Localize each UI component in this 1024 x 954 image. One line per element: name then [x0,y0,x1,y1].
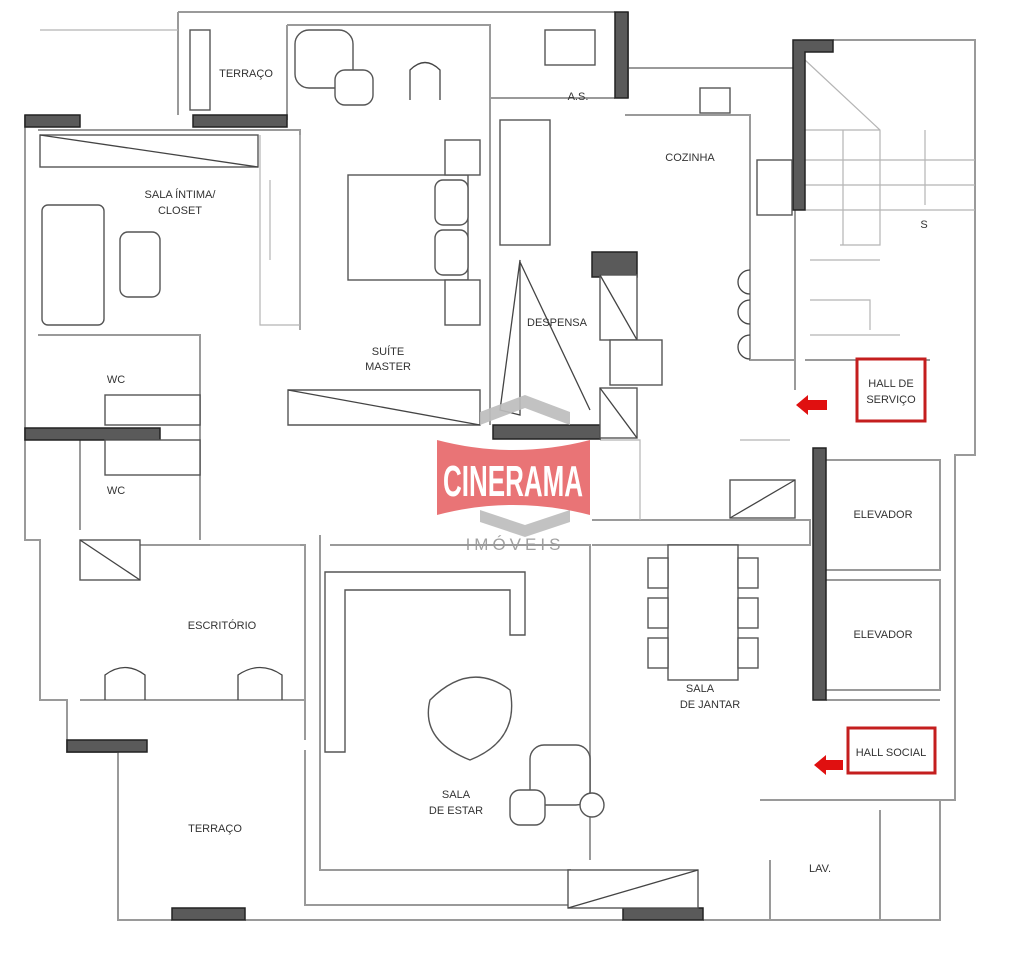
arrow-left-icon [796,395,827,415]
room-labels: TERRAÇO SALA ÍNTIMA/ CLOSET SUÍTE MASTER… [107,68,937,875]
logo-brand: CINERAMA [443,457,583,506]
label-de-jantar: DE JANTAR [680,699,740,711]
label-wc2: WC [107,485,125,497]
label-sala-intima: SALA ÍNTIMA/ [145,188,217,201]
hall-servico-box [855,357,927,423]
label-elevador-1: ELEVADOR [853,509,912,521]
label-despensa: DESPENSA [527,317,588,329]
arrow-left-icon [814,755,843,775]
label-as: A.S. [568,91,589,103]
hall-social-box [846,726,937,775]
furniture [39,29,796,909]
label-stairs-s: S [920,219,927,231]
label-de-estar: DE ESTAR [429,805,483,817]
label-servico: SERVIÇO [866,394,916,406]
label-sala-estar: SALA [442,789,471,801]
label-elevador-2: ELEVADOR [853,629,912,641]
label-suite: SUÍTE [372,345,404,358]
label-hall-servico: HALL DE [868,378,913,390]
label-master: MASTER [365,361,411,373]
label-lav: LAV. [809,863,831,875]
label-closet: CLOSET [158,205,202,217]
cinerama-watermark: CINERAMA IMÓVEIS [437,395,590,554]
structural-walls [24,11,834,921]
label-cozinha: COZINHA [665,152,715,164]
label-hall-social: HALL SOCIAL [856,747,927,759]
label-wc1: WC [107,374,125,386]
logo-subtitle: IMÓVEIS [466,535,565,554]
label-terraco-top: TERRAÇO [219,68,273,80]
label-terraco-bottom: TERRAÇO [188,823,242,835]
label-sala-jantar: SALA [686,683,715,695]
label-escritorio: ESCRITÓRIO [188,619,257,632]
logo-banner [437,440,590,515]
